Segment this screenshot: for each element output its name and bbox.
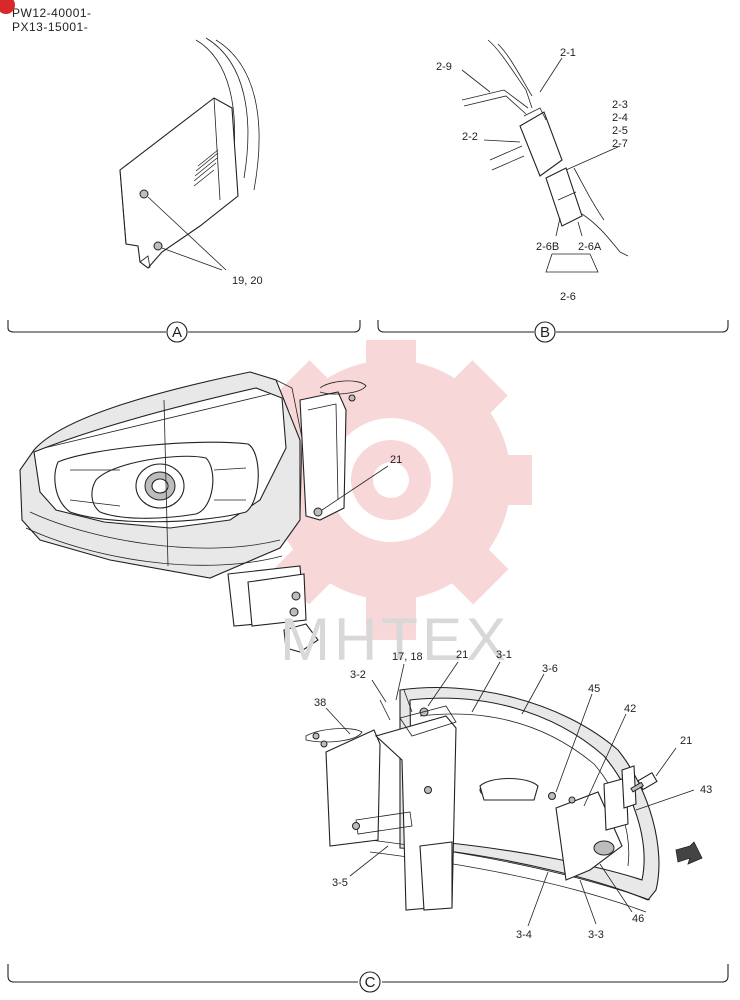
callout-2-3: 2-3 <box>612 99 628 111</box>
callout-2-7: 2-7 <box>612 138 628 150</box>
callout-2-6: 2-6 <box>560 291 576 303</box>
callout-2-6a: 2-6A <box>578 241 602 253</box>
section-c-bracket: C <box>7 964 729 993</box>
callout-3-1: 3-1 <box>496 649 512 661</box>
section-a-bracket: A <box>7 320 361 343</box>
callout-2-2: 2-2 <box>462 131 478 143</box>
callout-43: 43 <box>700 784 712 796</box>
detail-b-wiring-harness: 2-1 2-9 2-2 2-3 2-4 2-5 2-7 2-6B 2-6A 2-… <box>436 39 629 303</box>
watermark-text: MHTEX <box>280 606 510 673</box>
callout-42: 42 <box>624 703 636 715</box>
callout-45: 45 <box>588 683 600 695</box>
callout-3-2: 3-2 <box>350 669 366 681</box>
detail-a-cover-plate: 19, 20 <box>119 37 263 287</box>
callout-19-20: 19, 20 <box>232 275 263 287</box>
callout-3-5: 3-5 <box>332 877 348 889</box>
callout-2-6b: 2-6B <box>536 241 559 253</box>
callout-21-mid: 21 <box>390 454 402 466</box>
model-range-line-2: PX13-15001- <box>12 20 89 34</box>
callout-2-4: 2-4 <box>612 112 628 124</box>
callout-38: 38 <box>314 697 326 709</box>
callout-3-6: 3-6 <box>542 663 558 675</box>
callout-3-3: 3-3 <box>588 929 604 941</box>
section-label-c: C <box>365 974 376 991</box>
callout-21-right: 21 <box>680 735 692 747</box>
model-range-line-1: PW12-40001- <box>12 6 92 20</box>
callout-3-4: 3-4 <box>516 929 532 941</box>
callout-17-18: 17, 18 <box>392 651 423 663</box>
detail-c-lamp-mount: 17, 18 21 3-1 3-6 3-2 38 45 42 21 43 3-5… <box>305 649 712 941</box>
callout-2-5: 2-5 <box>612 125 628 137</box>
callout-2-9: 2-9 <box>436 61 452 73</box>
section-label-a: A <box>172 324 182 341</box>
callout-2-1: 2-1 <box>560 47 576 59</box>
corner-badge <box>0 0 15 14</box>
headlamp-assembly: 21 <box>19 371 402 653</box>
section-b-bracket: B <box>377 320 729 343</box>
section-label-b: B <box>540 324 550 341</box>
callout-21-top: 21 <box>456 649 468 661</box>
callout-46: 46 <box>632 913 644 925</box>
direction-arrow-icon <box>675 841 703 865</box>
